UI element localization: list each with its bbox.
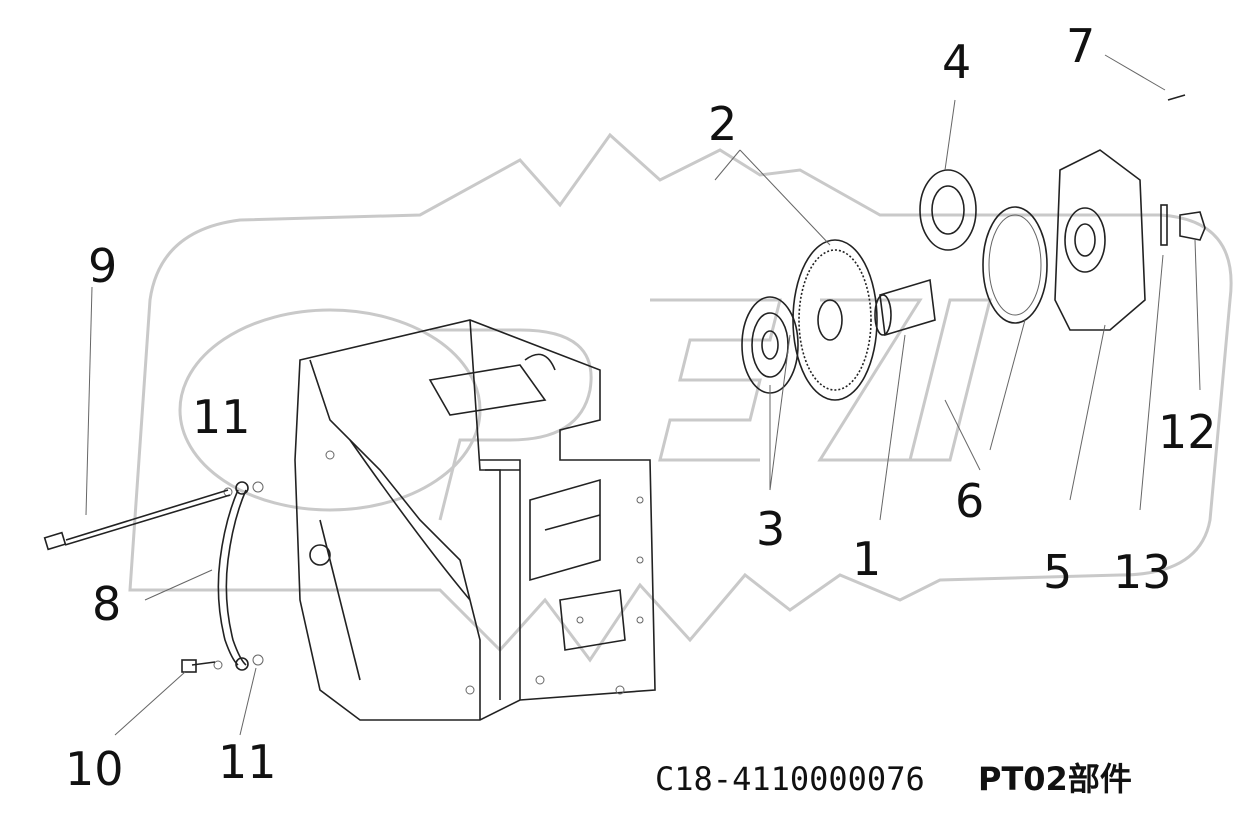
gear-train-parts xyxy=(741,94,1206,401)
callout-5: 5 xyxy=(1043,545,1072,599)
oil-pipe-assembly xyxy=(43,481,264,673)
callout-8: 8 xyxy=(92,577,121,631)
callout-7: 7 xyxy=(1066,19,1095,73)
transmission-housing xyxy=(294,319,656,721)
callout-11-lower: 11 xyxy=(218,735,277,789)
callout-11-upper: 11 xyxy=(192,390,251,444)
callout-13: 13 xyxy=(1113,545,1172,599)
callout-1: 1 xyxy=(852,532,881,586)
part-number: C18-4110000076 xyxy=(655,760,925,798)
callout-3: 3 xyxy=(756,502,785,556)
leader-lines xyxy=(85,54,1201,736)
callout-6: 6 xyxy=(955,474,984,528)
callout-12: 12 xyxy=(1158,405,1217,459)
callouts: 1 2 3 4 5 6 7 8 9 10 11 11 12 13 xyxy=(65,19,1217,796)
callout-4: 4 xyxy=(942,35,971,89)
callout-2: 2 xyxy=(708,97,737,151)
assembly-name: PT02部件 xyxy=(978,760,1132,798)
callout-9: 9 xyxy=(88,239,117,293)
callout-10: 10 xyxy=(65,742,124,796)
diagram-caption: C18-4110000076 PT02部件 xyxy=(655,760,1132,798)
